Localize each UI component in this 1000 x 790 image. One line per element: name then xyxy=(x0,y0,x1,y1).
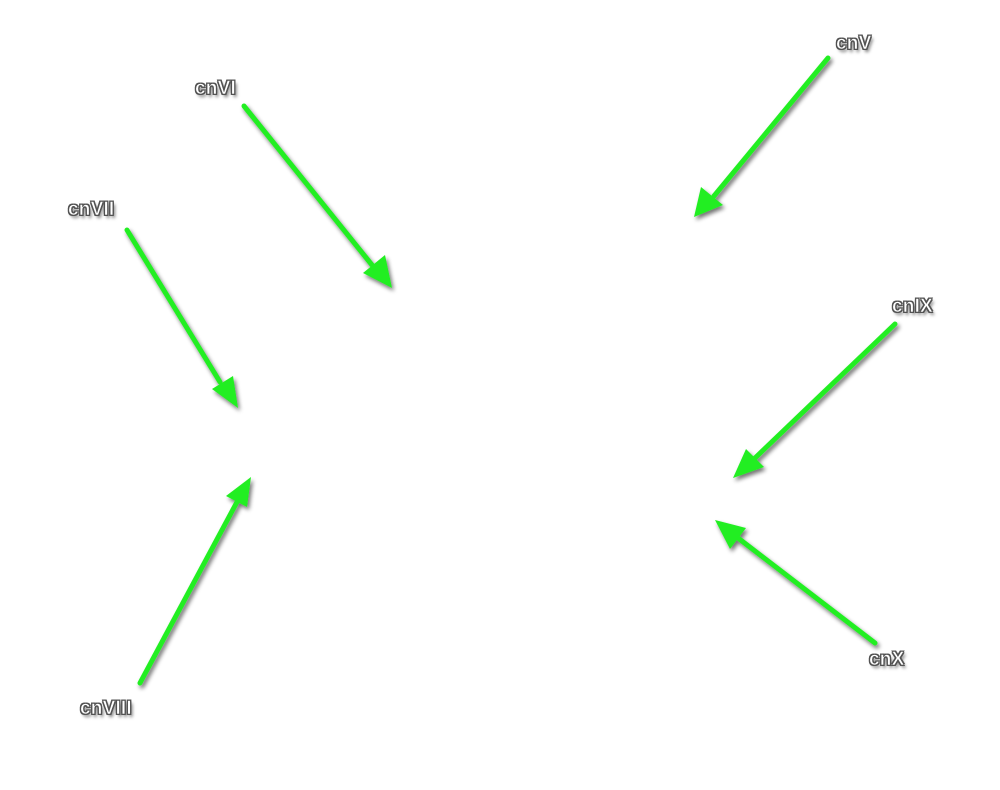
arrow-cn-vii xyxy=(124,227,238,408)
label-cn-x: cnX xyxy=(869,649,905,671)
label-cn-ix: cnIX xyxy=(892,296,933,318)
label-cn-viii: cnVIII xyxy=(80,698,132,720)
label-cn-vii: cnVII xyxy=(68,199,115,221)
label-cn-vi: cnVI xyxy=(195,78,236,100)
arrow-cn-v xyxy=(694,55,831,217)
arrow-cn-vi xyxy=(241,103,392,288)
arrow-cn-viii xyxy=(137,477,251,686)
label-cn-v: cnV xyxy=(836,33,872,55)
arrow-cn-ix xyxy=(733,321,898,478)
arrow-cn-x xyxy=(715,520,878,646)
